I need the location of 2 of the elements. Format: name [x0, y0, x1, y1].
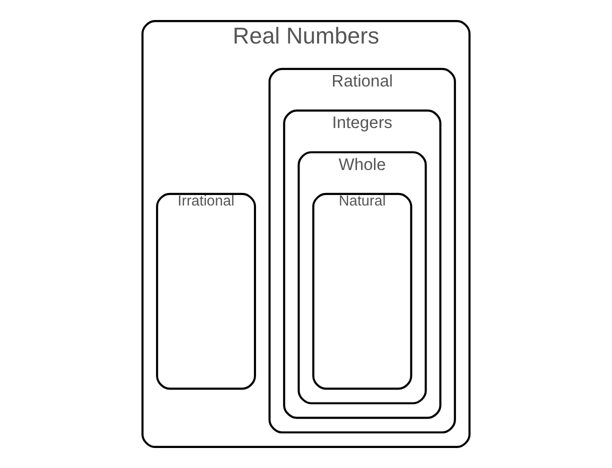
node-box: Natural: [312, 192, 412, 390]
node-box: Irrational: [156, 192, 256, 390]
